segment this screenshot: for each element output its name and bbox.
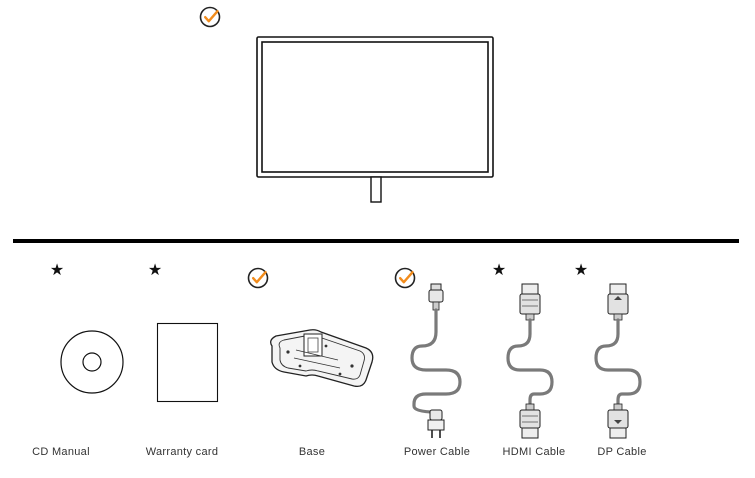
monitor-check-icon bbox=[199, 6, 221, 28]
hdmi-cable-optional-star-icon: ★ bbox=[491, 260, 507, 279]
cd-disc-icon bbox=[60, 330, 124, 394]
monitor-icon bbox=[256, 36, 494, 203]
warranty-card-optional-star-icon: ★ bbox=[147, 260, 163, 279]
monitor-base-icon bbox=[270, 329, 374, 388]
hdmi-cable-icon bbox=[506, 283, 554, 439]
dp-cable-icon bbox=[594, 283, 642, 439]
dp-cable-optional-star-icon: ★ bbox=[573, 260, 589, 279]
cd-manual-caption: CD Manual bbox=[32, 446, 90, 458]
power-cable-icon bbox=[410, 283, 462, 438]
base-caption: Base bbox=[298, 446, 326, 458]
base-check-icon bbox=[247, 267, 269, 289]
section-divider bbox=[13, 239, 739, 243]
warranty-card-icon bbox=[156, 322, 219, 403]
hdmi-cable-caption: HDMI Cable bbox=[502, 446, 566, 458]
cd-manual-optional-star-icon: ★ bbox=[49, 260, 65, 279]
power-cable-caption: Power Cable bbox=[403, 446, 471, 458]
dp-cable-caption: DP Cable bbox=[597, 446, 647, 458]
warranty-card-caption: Warranty card bbox=[145, 446, 219, 458]
